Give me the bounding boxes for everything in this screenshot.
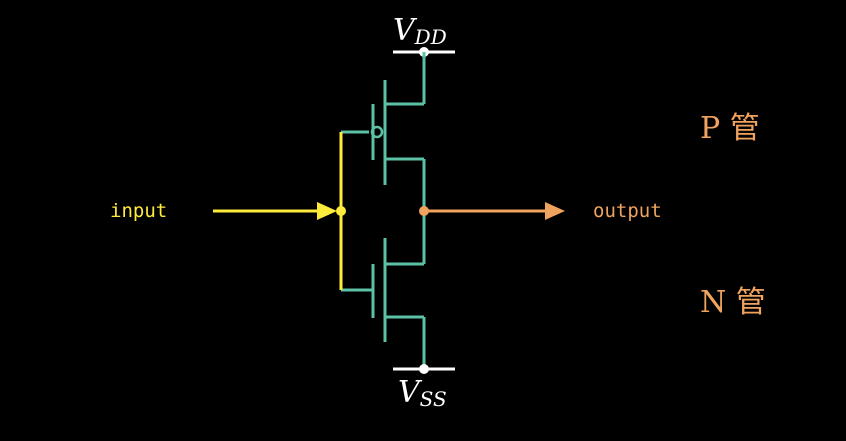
p-transistor-label: P 管 — [700, 111, 760, 146]
output-arrow-icon — [545, 202, 565, 220]
nmos-transistor — [341, 238, 426, 369]
input-arrow-icon — [317, 202, 337, 220]
vss-rail — [393, 364, 455, 374]
output-label: output — [593, 200, 662, 222]
input-node — [336, 206, 346, 216]
n-transistor-label: N 管 — [700, 285, 766, 320]
pmos-transistor — [341, 52, 426, 185]
vss-label: VSS — [398, 375, 447, 411]
pmos-bubble — [370, 125, 384, 139]
input-label: input — [110, 200, 167, 222]
vdd-label: VDD — [393, 13, 447, 49]
